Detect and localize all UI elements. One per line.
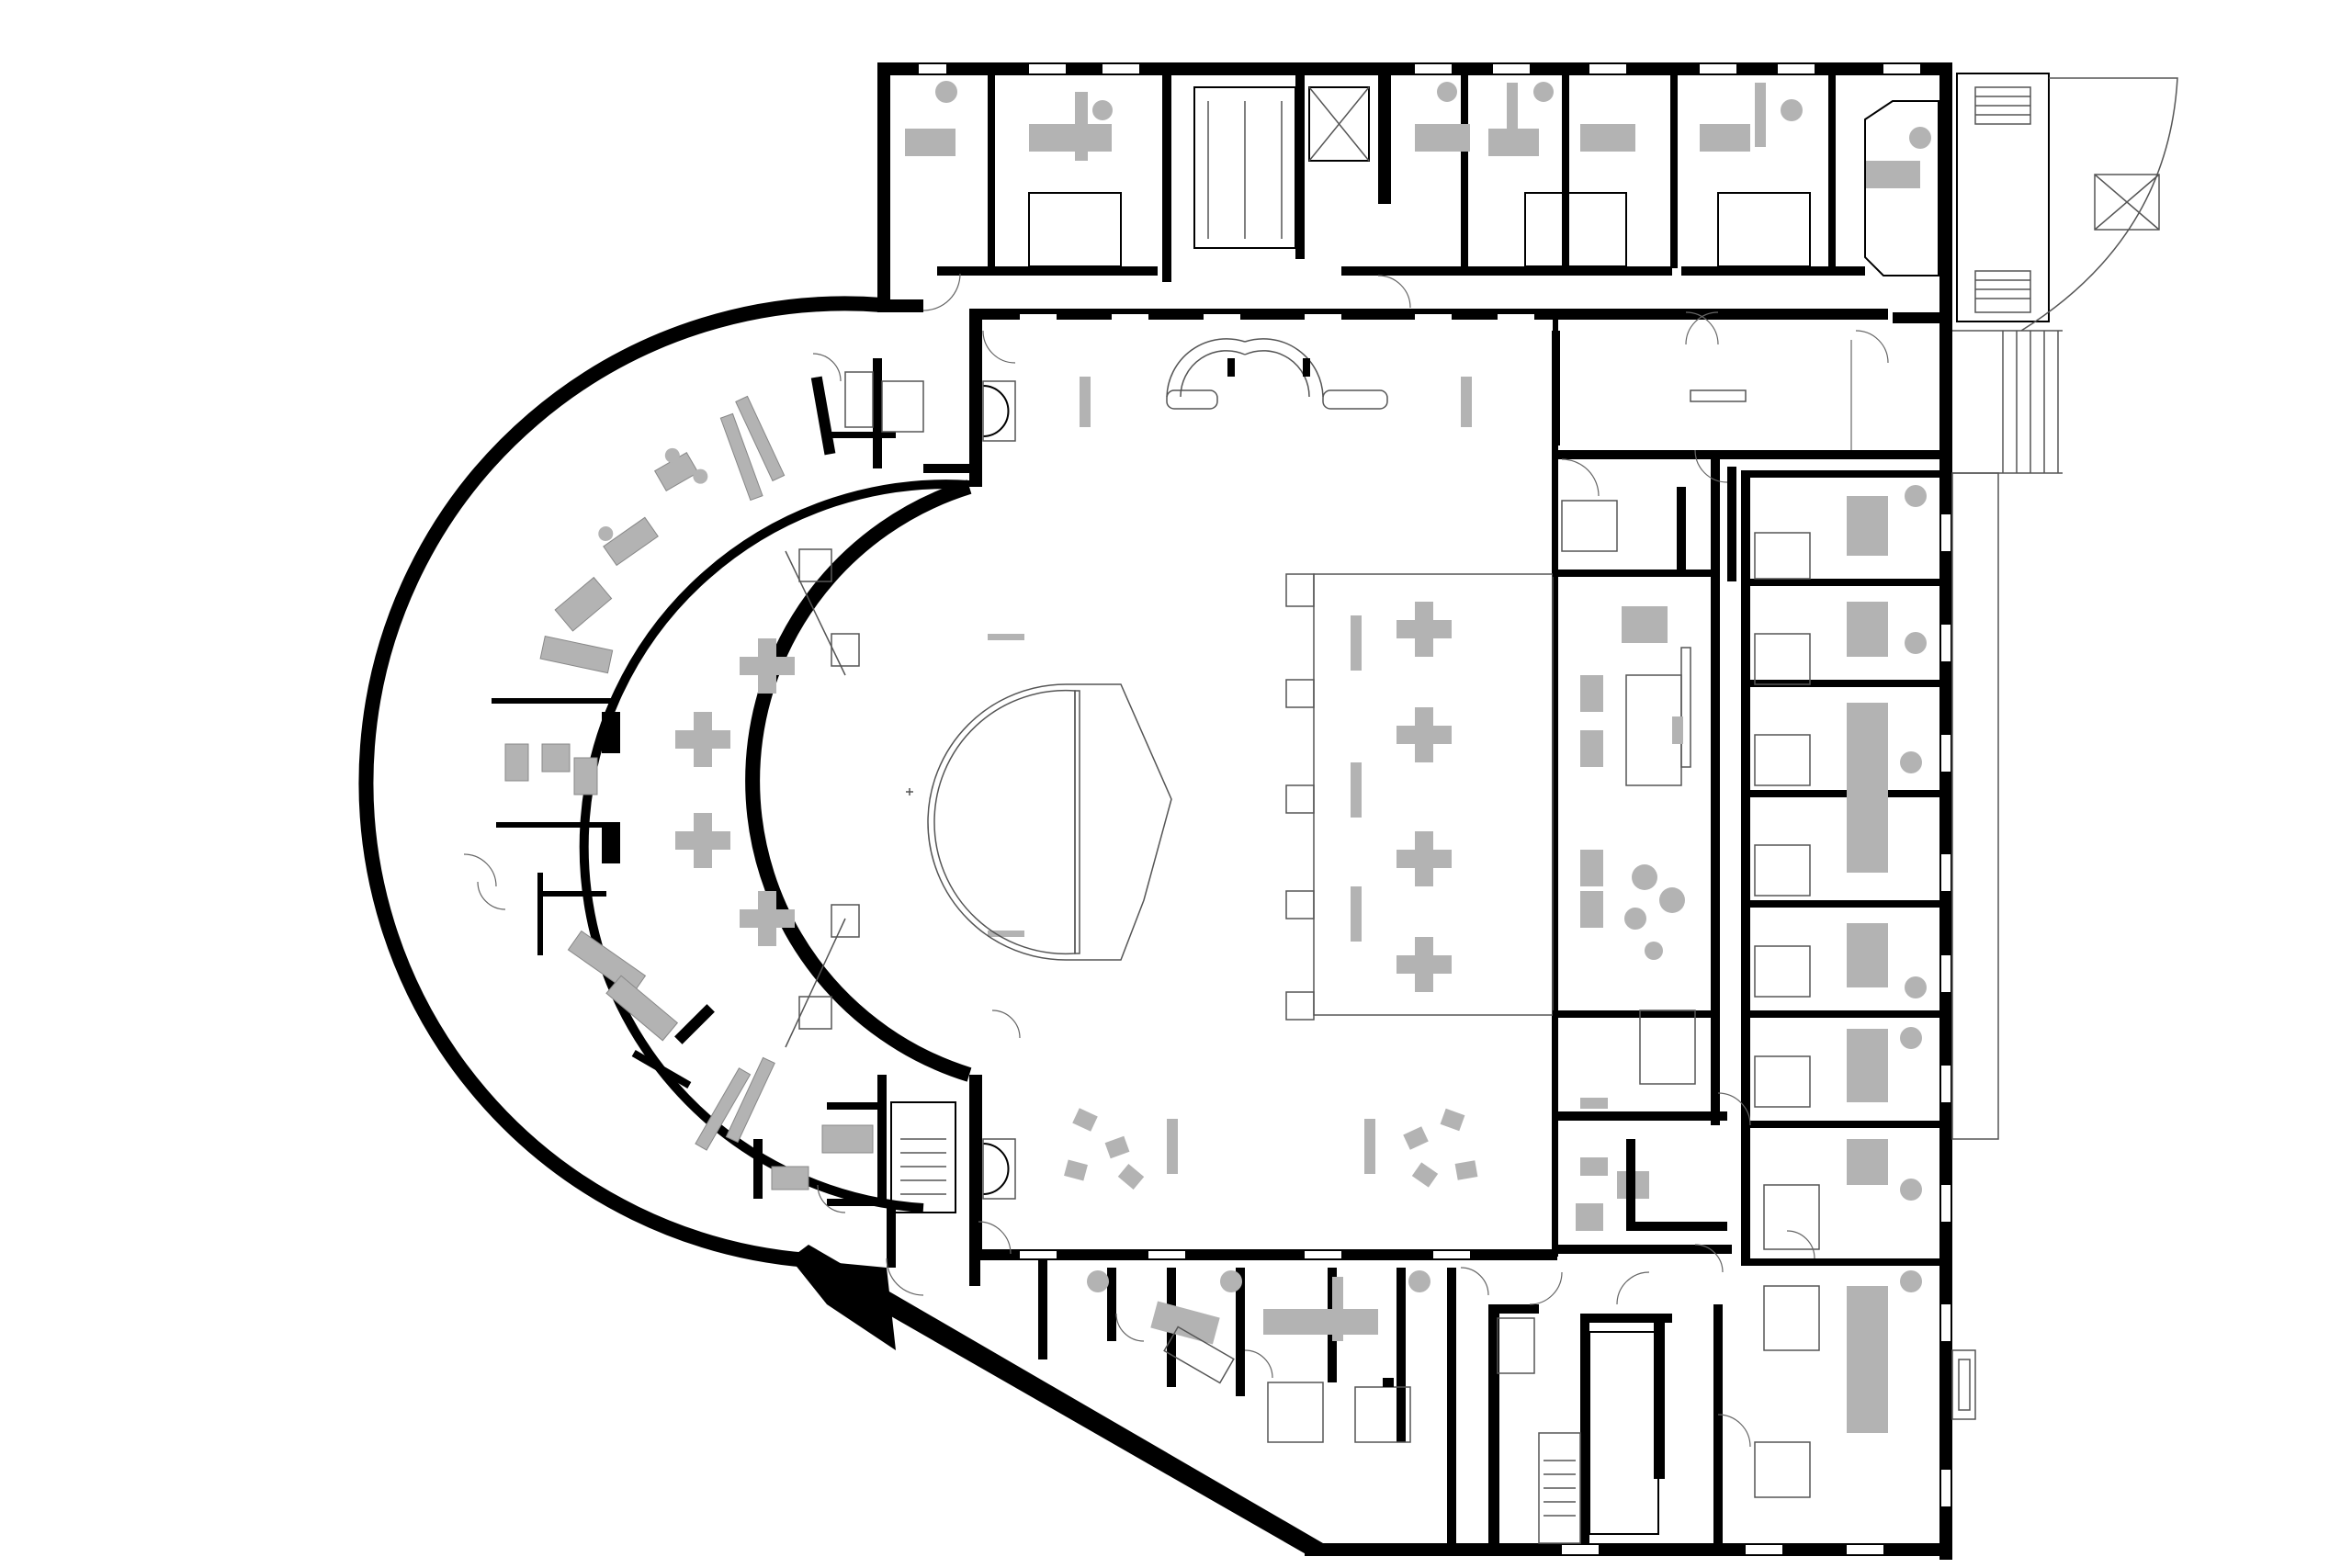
south-wing-rooms [969, 1258, 1456, 1543]
apse-rooms [492, 358, 974, 1268]
windows [919, 64, 1951, 1554]
east-room-row [1741, 470, 1943, 1498]
central-hall [675, 312, 1558, 1260]
north-wing-rooms [905, 75, 1939, 282]
external-entrance-stair [1951, 73, 2178, 1140]
door-swings [463, 273, 1889, 1448]
stair-north [1193, 86, 1296, 249]
hall-seating [1064, 1108, 1478, 1190]
east-wing [1488, 331, 1976, 1552]
cross-tables [675, 602, 1452, 992]
